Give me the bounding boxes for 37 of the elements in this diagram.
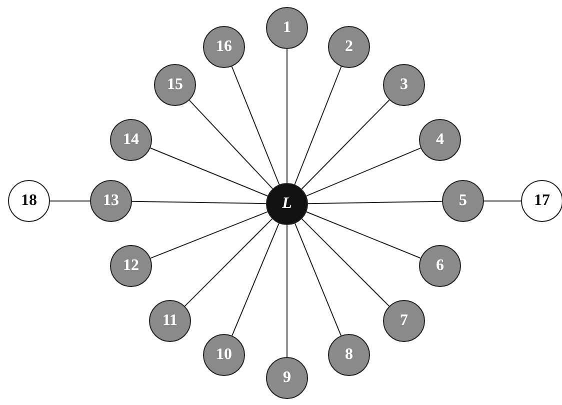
connector-line [301,100,390,190]
node-circle: 2 [328,26,370,68]
node-circle: 12 [110,245,152,287]
node-circle: 5 [442,180,484,222]
node-circle: 16 [203,26,245,68]
connector-line [232,222,280,336]
connector-line [150,148,268,196]
node-circle: 14 [110,119,152,161]
connector-line [150,211,268,259]
connector-line [184,218,273,307]
connector-line [132,200,266,204]
node-circle: 6 [419,245,461,287]
node-circle: 8 [328,334,370,376]
connector-line [188,100,274,190]
node-circle: 18 [8,180,50,222]
node-circle: 10 [203,334,245,376]
connector-line [306,148,422,196]
connector-line [308,200,442,204]
node-circle: 4 [419,119,461,161]
connector-line [50,200,90,202]
node-circle: 7 [383,300,425,342]
connector-line [294,222,342,336]
node-circle: 9 [266,357,308,399]
connector-line [306,211,421,259]
connector-line [231,66,280,185]
node-circle: 15 [154,64,196,106]
node-circle: 3 [383,64,425,106]
node-circle: 17 [521,180,562,222]
hub-circle: L [266,183,308,225]
connector-line [286,224,288,358]
connector-line [294,66,342,185]
connector-line [301,218,390,307]
connector-line [484,200,522,202]
node-circle: 11 [149,300,191,342]
node-circle: 13 [90,180,132,222]
node-circle: 1 [266,7,308,49]
connector-line [286,48,288,184]
